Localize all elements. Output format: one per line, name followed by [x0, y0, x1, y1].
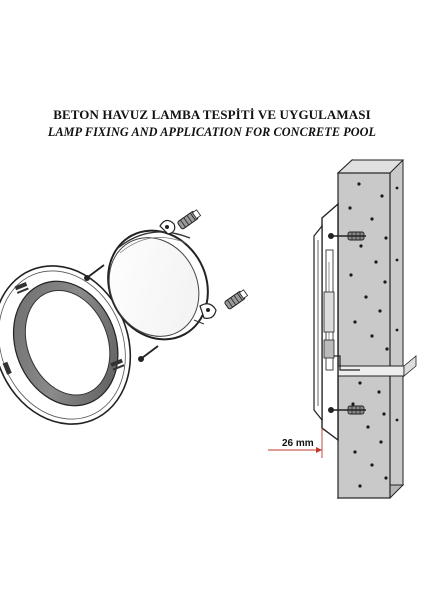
- section-screw-top: [328, 231, 366, 241]
- front-cover-ring: [0, 265, 132, 425]
- dimension-26mm: 26 mm: [268, 428, 323, 458]
- lamp-body: [107, 219, 217, 341]
- screw-bottom: [138, 345, 159, 362]
- concrete-texture: [348, 182, 399, 488]
- lamp-section: [313, 202, 360, 442]
- cross-section-view: 26 mm: [268, 158, 417, 500]
- wall-plug-top: [177, 209, 202, 230]
- concrete-wall: [336, 158, 405, 500]
- section-screw-bottom: [328, 405, 366, 415]
- title-turkish: BETON HAVUZ LAMBA TESPİTİ VE UYGULAMASI: [53, 107, 371, 122]
- dimension-label: 26 mm: [282, 438, 314, 449]
- title-english: LAMP FIXING AND APPLICATION FOR CONCRETE…: [47, 125, 377, 139]
- wall-plug-bottom: [224, 289, 249, 310]
- screw-top: [84, 264, 105, 281]
- exploded-view: [0, 209, 249, 425]
